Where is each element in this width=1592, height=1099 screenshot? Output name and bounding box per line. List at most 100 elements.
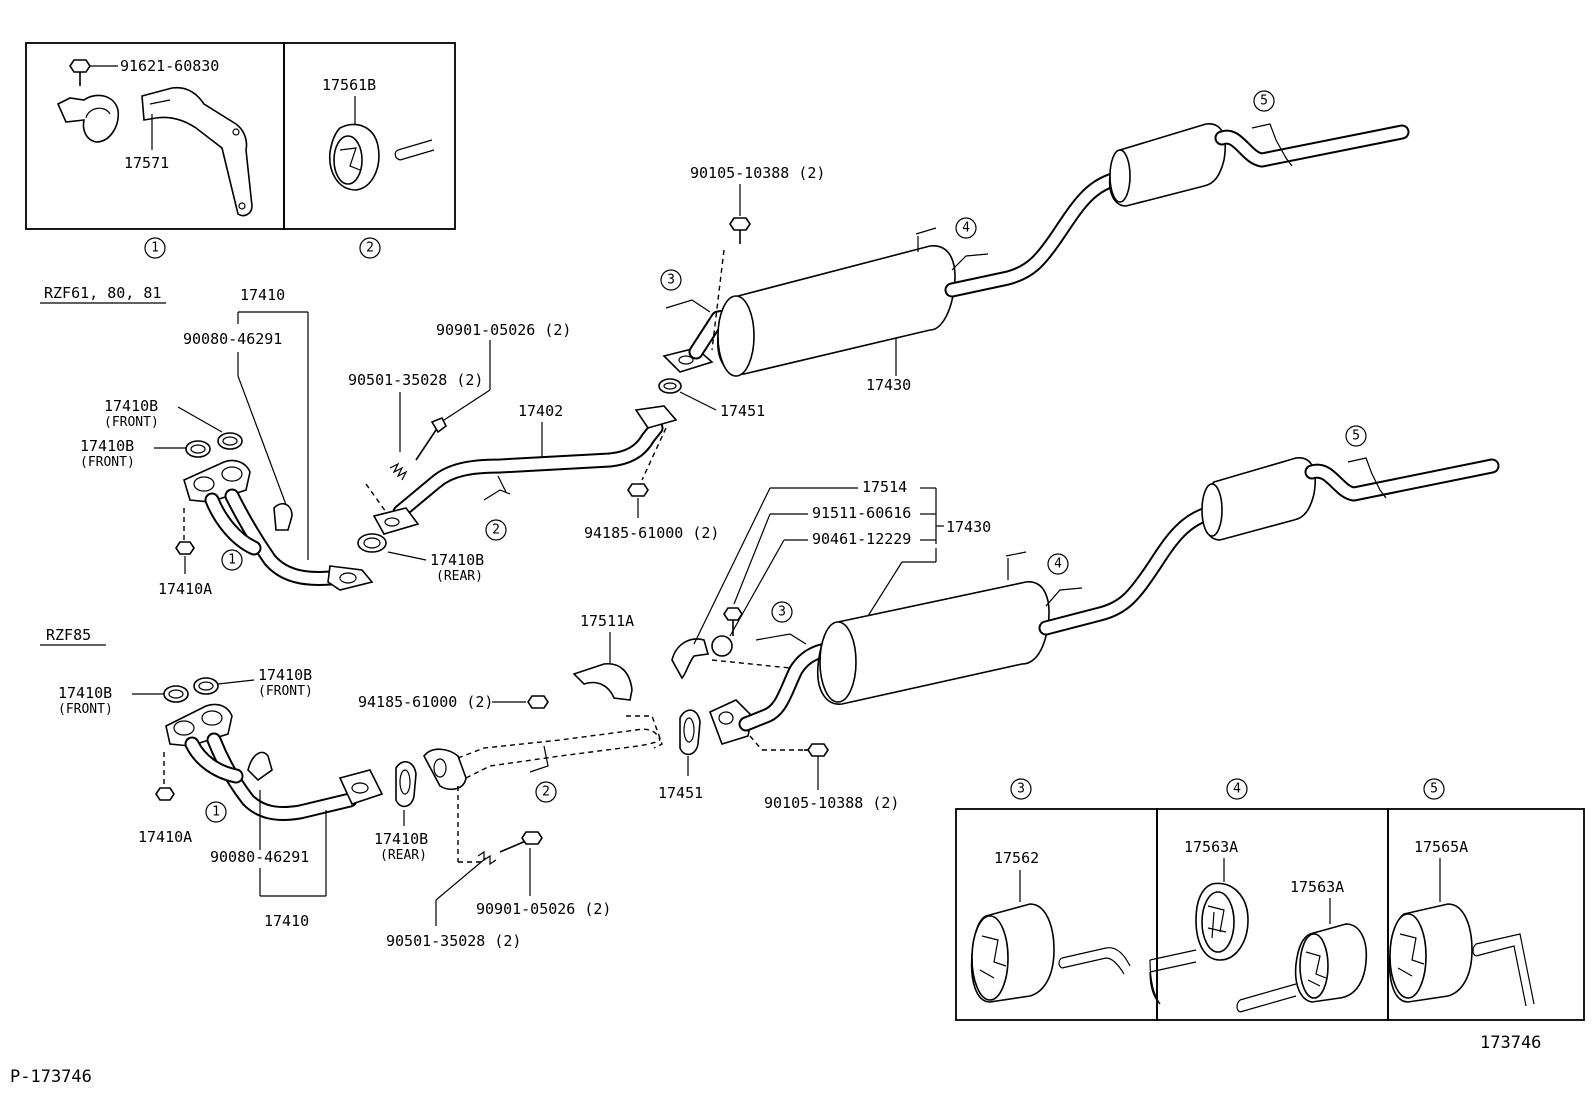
section-rzf61: RZF61, 80, 81 17410 90080-46291 17410B (… <box>40 90 1410 598</box>
hanger-box-4-part-number-a: 17563A <box>1184 838 1238 856</box>
circle-5-label-rzf85: 5 <box>1352 429 1360 444</box>
gasket-rear-note: (REAR) <box>436 569 483 584</box>
gasket-center-part-number-rzf85: 17451 <box>658 784 703 802</box>
circle-box4-label: 4 <box>1233 782 1241 797</box>
circle-pipe-marker-rzf85 <box>205 801 227 823</box>
tail-bolt-part-number-rzf85: 90105-10388 (2) <box>764 794 899 812</box>
gasket-rear-icon <box>357 533 387 553</box>
circle-5-label: 5 <box>1260 94 1268 109</box>
circle-2-marker <box>359 237 381 259</box>
tail-pipe-1 <box>662 123 1410 377</box>
hanger-rod-5 <box>1472 933 1535 1007</box>
nut-part-number: 17410A <box>158 580 212 598</box>
bracket-icon <box>141 86 253 217</box>
center-pipe-2 <box>423 715 663 791</box>
insulator-part-number: 17511A <box>580 612 634 630</box>
circle-box5-marker <box>1423 778 1445 800</box>
nut-icon <box>175 541 195 555</box>
rubber-hanger-17563a-icon-b <box>1294 923 1368 1003</box>
spring-part-number-rzf85: 90501-35028 (2) <box>386 932 521 950</box>
rubber-hanger-17562-icon <box>970 903 1055 1003</box>
gasket-center-icon-rzf85 <box>679 709 701 756</box>
gasket-rear-note-rzf85: (REAR) <box>380 848 427 863</box>
nut-part-number-rzf85: 17410A <box>138 828 192 846</box>
bolt-icon-rzf85 <box>499 831 543 853</box>
section-rzf85: RZF85 17410B (FRONT) 17410B (FRONT) 1741… <box>40 425 1500 950</box>
clamp-icon-rzf85 <box>671 638 710 680</box>
gasket-rear-part-number-rzf85: 17410B <box>374 830 428 848</box>
gasket-front-1-icon <box>217 432 243 450</box>
nut-icon-rzf85 <box>155 787 175 801</box>
front-exhaust-pipe-2 <box>165 703 384 821</box>
insulator-icon <box>572 663 633 701</box>
circle-pipe-label-rzf85: 1 <box>212 805 220 820</box>
clamp-bolt-part-number: 91511-60616 <box>812 504 911 522</box>
circle-4-marker-rzf85 <box>1047 553 1069 575</box>
circle-4-label: 4 <box>962 221 970 236</box>
circle-3-label-rzf85: 3 <box>778 605 786 620</box>
gasket-front-1-icon-rzf85 <box>163 685 189 703</box>
bolt-part-number: 91621-60830 <box>120 57 219 75</box>
bolt-part-number-rzf61: 90901-05026 (2) <box>436 321 571 339</box>
clamp-nut-part-number: 90461-12229 <box>812 530 911 548</box>
circle-center-marker <box>485 519 507 541</box>
exhaust-pipe-part-number: 17410 <box>240 286 285 304</box>
circle-box3-marker <box>1010 778 1032 800</box>
circle-1-label: 1 <box>151 241 159 256</box>
circle-box3-label: 3 <box>1017 782 1025 797</box>
rubber-hanger-17565a-icon <box>1388 903 1473 1003</box>
circle-5-marker-rzf85 <box>1345 425 1367 447</box>
exhaust-pipe-part-number-rzf85: 17410 <box>264 912 309 930</box>
hanger-rod-3 <box>1058 947 1131 975</box>
hanger-box-5-part-number: 17565A <box>1414 838 1468 856</box>
circle-center-label-rzf85: 2 <box>542 785 550 800</box>
circle-3-label: 3 <box>667 273 675 288</box>
spring-part-number: 90501-35028 (2) <box>348 371 483 389</box>
gasket-rear-icon-rzf85 <box>395 761 417 808</box>
nut-center-icon <box>627 483 649 497</box>
hanger-part-number: 17561B <box>322 76 376 94</box>
bolt-icon-rzf61 <box>415 416 448 461</box>
circle-pipe-marker <box>221 549 243 571</box>
center-pipe-part-number: 17402 <box>518 402 563 420</box>
hanger-boxes: 3 4 5 17562 17563A 17563A <box>955 778 1585 1021</box>
tail-bolt-icon-rzf85 <box>804 743 829 757</box>
circle-5-marker <box>1253 90 1275 112</box>
clamp-ring-icon <box>711 635 733 657</box>
hanger-rod-4b <box>1236 983 1297 1013</box>
front-exhaust-pipe-1 <box>183 459 374 591</box>
hanger-box-3-part-number: 17562 <box>994 849 1039 867</box>
gasket-front-2-note-rzf85: (FRONT) <box>258 684 313 699</box>
tail-bolt-icon <box>729 217 751 244</box>
stud-bolt-part-number-rzf85: 90080-46291 <box>210 848 309 866</box>
gasket-front-2-note: (FRONT) <box>80 455 135 470</box>
hanger-box-4-part-number-b: 17563A <box>1290 878 1344 896</box>
circle-box5-label: 5 <box>1430 782 1438 797</box>
gasket-center-part-number: 17451 <box>720 402 765 420</box>
bolt-part-number-rzf85: 90901-05026 (2) <box>476 900 611 918</box>
circle-center-marker-rzf85 <box>535 781 557 803</box>
bolt-icon <box>69 59 91 86</box>
circle-2-label: 2 <box>366 241 374 256</box>
nut-center-part-number: 94185-61000 (2) <box>584 524 719 542</box>
circle-4-label-rzf85: 4 <box>1054 557 1062 572</box>
clamp-icon <box>56 94 120 143</box>
hanger-rod <box>394 139 435 161</box>
circle-pipe-label: 1 <box>228 553 236 568</box>
center-pipe-1 <box>372 405 678 535</box>
gasket-front-1-part-number-rzf85: 17410B <box>58 684 112 702</box>
gasket-front-1-note: (FRONT) <box>104 415 159 430</box>
gasket-front-2-icon-rzf85 <box>193 677 219 695</box>
bracket-part-number: 17571 <box>124 154 169 172</box>
circle-4-marker <box>955 217 977 239</box>
inset-box-2: 17561B <box>283 42 456 230</box>
stud-bolt-part-number: 90080-46291 <box>183 330 282 348</box>
section-rzf85-title: RZF85 <box>46 626 91 644</box>
rubber-hanger-icon <box>329 123 380 191</box>
tail-pipe-part-number-rzf85: 17430 <box>946 518 991 536</box>
nut-center-part-number-rzf85: 94185-61000 (2) <box>358 693 493 711</box>
gasket-rear-part-number: 17410B <box>430 551 484 569</box>
section-rzf61-title: RZF61, 80, 81 <box>44 284 161 302</box>
tail-pipe-2 <box>708 457 1500 745</box>
